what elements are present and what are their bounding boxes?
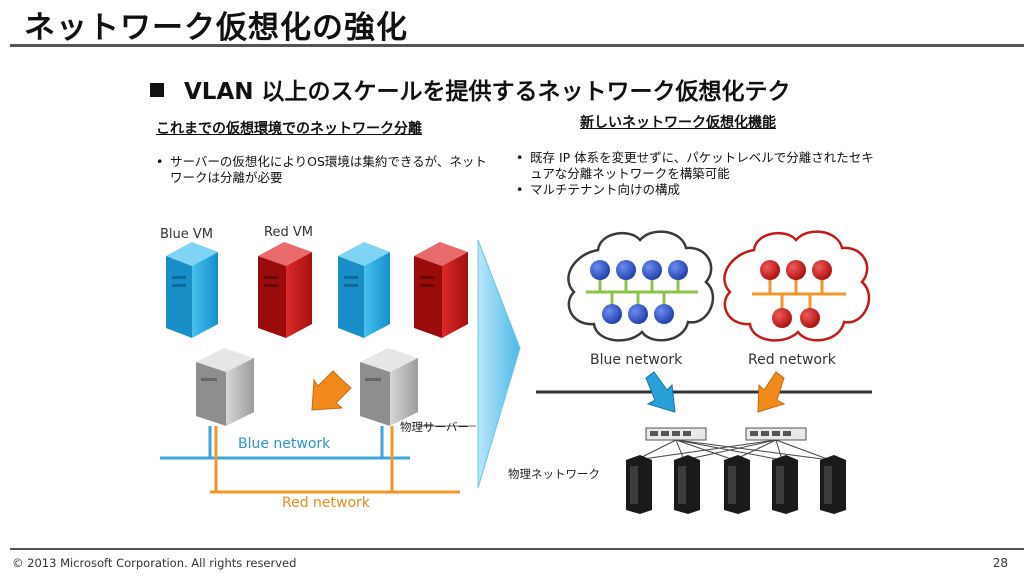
title-divider xyxy=(10,44,1024,47)
right-bullet-list: 既存 IP 体系を変更せずに、パケットレベルで分離されたセキュアな分離ネットワー… xyxy=(516,150,886,198)
server-rack-icon xyxy=(772,455,798,514)
slide-subtitle-text: VLAN 以上のスケールを提供するネットワーク仮想化テク xyxy=(184,79,791,105)
right-heading: 新しいネットワーク仮想化機能 xyxy=(580,115,776,131)
red-vm-label: Red VM xyxy=(264,225,313,240)
network-switch-icon xyxy=(745,427,807,441)
right-bullet-2: マルチテナント向けの構成 xyxy=(516,182,886,198)
red-network-cloud-icon xyxy=(723,230,871,342)
blue-arrow-icon xyxy=(645,371,676,413)
orange-arrow-icon xyxy=(757,371,786,413)
right-bullet-1: 既存 IP 体系を変更せずに、パケットレベルで分離されたセキュアな分離ネットワー… xyxy=(516,150,886,182)
server-rack-icon xyxy=(626,455,652,514)
server-rack-icon xyxy=(674,455,700,514)
red-vm-server-icon xyxy=(414,242,468,338)
server-rack-icon xyxy=(820,455,846,514)
square-bullet-icon xyxy=(150,83,164,97)
orange-arrow-icon xyxy=(311,370,352,411)
footer-divider xyxy=(10,548,1024,550)
red-vm-server-icon xyxy=(258,242,312,338)
left-heading: これまでの仮想環境でのネットワーク分離 xyxy=(156,121,422,137)
slide-title: ネットワーク仮想化の強化 xyxy=(24,10,408,46)
blue-network-cloud-icon xyxy=(567,230,715,342)
page-number: 28 xyxy=(992,556,1008,570)
copyright-footer: © 2013 Microsoft Corporation. All rights… xyxy=(12,556,297,570)
blue-vm-server-icon xyxy=(166,242,218,338)
left-red-network-label: Red network xyxy=(282,495,370,511)
left-bullet-1: サーバーの仮想化によりOS環境は集約できるが、ネットワークは分離が必要 xyxy=(156,154,496,186)
physical-server-icon xyxy=(360,348,418,426)
physical-server-label: 物理サーバー xyxy=(400,420,469,434)
blue-vm-server-icon xyxy=(338,242,390,338)
transition-chevron-icon xyxy=(477,239,521,489)
blue-vm-label: Blue VM xyxy=(160,227,214,242)
server-rack-icon xyxy=(724,455,750,514)
physical-server-icon xyxy=(196,348,254,426)
network-switch-icon xyxy=(645,427,707,441)
slide-subtitle: VLAN 以上のスケールを提供するネットワーク仮想化テク xyxy=(150,72,791,106)
right-blue-network-label: Blue network xyxy=(590,352,683,368)
right-red-network-label: Red network xyxy=(748,352,836,368)
left-blue-network-label: Blue network xyxy=(238,436,331,452)
left-bullet-list: サーバーの仮想化によりOS環境は集約できるが、ネットワークは分離が必要 xyxy=(156,154,496,186)
physical-network-label: 物理ネットワーク xyxy=(508,467,600,481)
physical-network-links xyxy=(635,439,831,461)
